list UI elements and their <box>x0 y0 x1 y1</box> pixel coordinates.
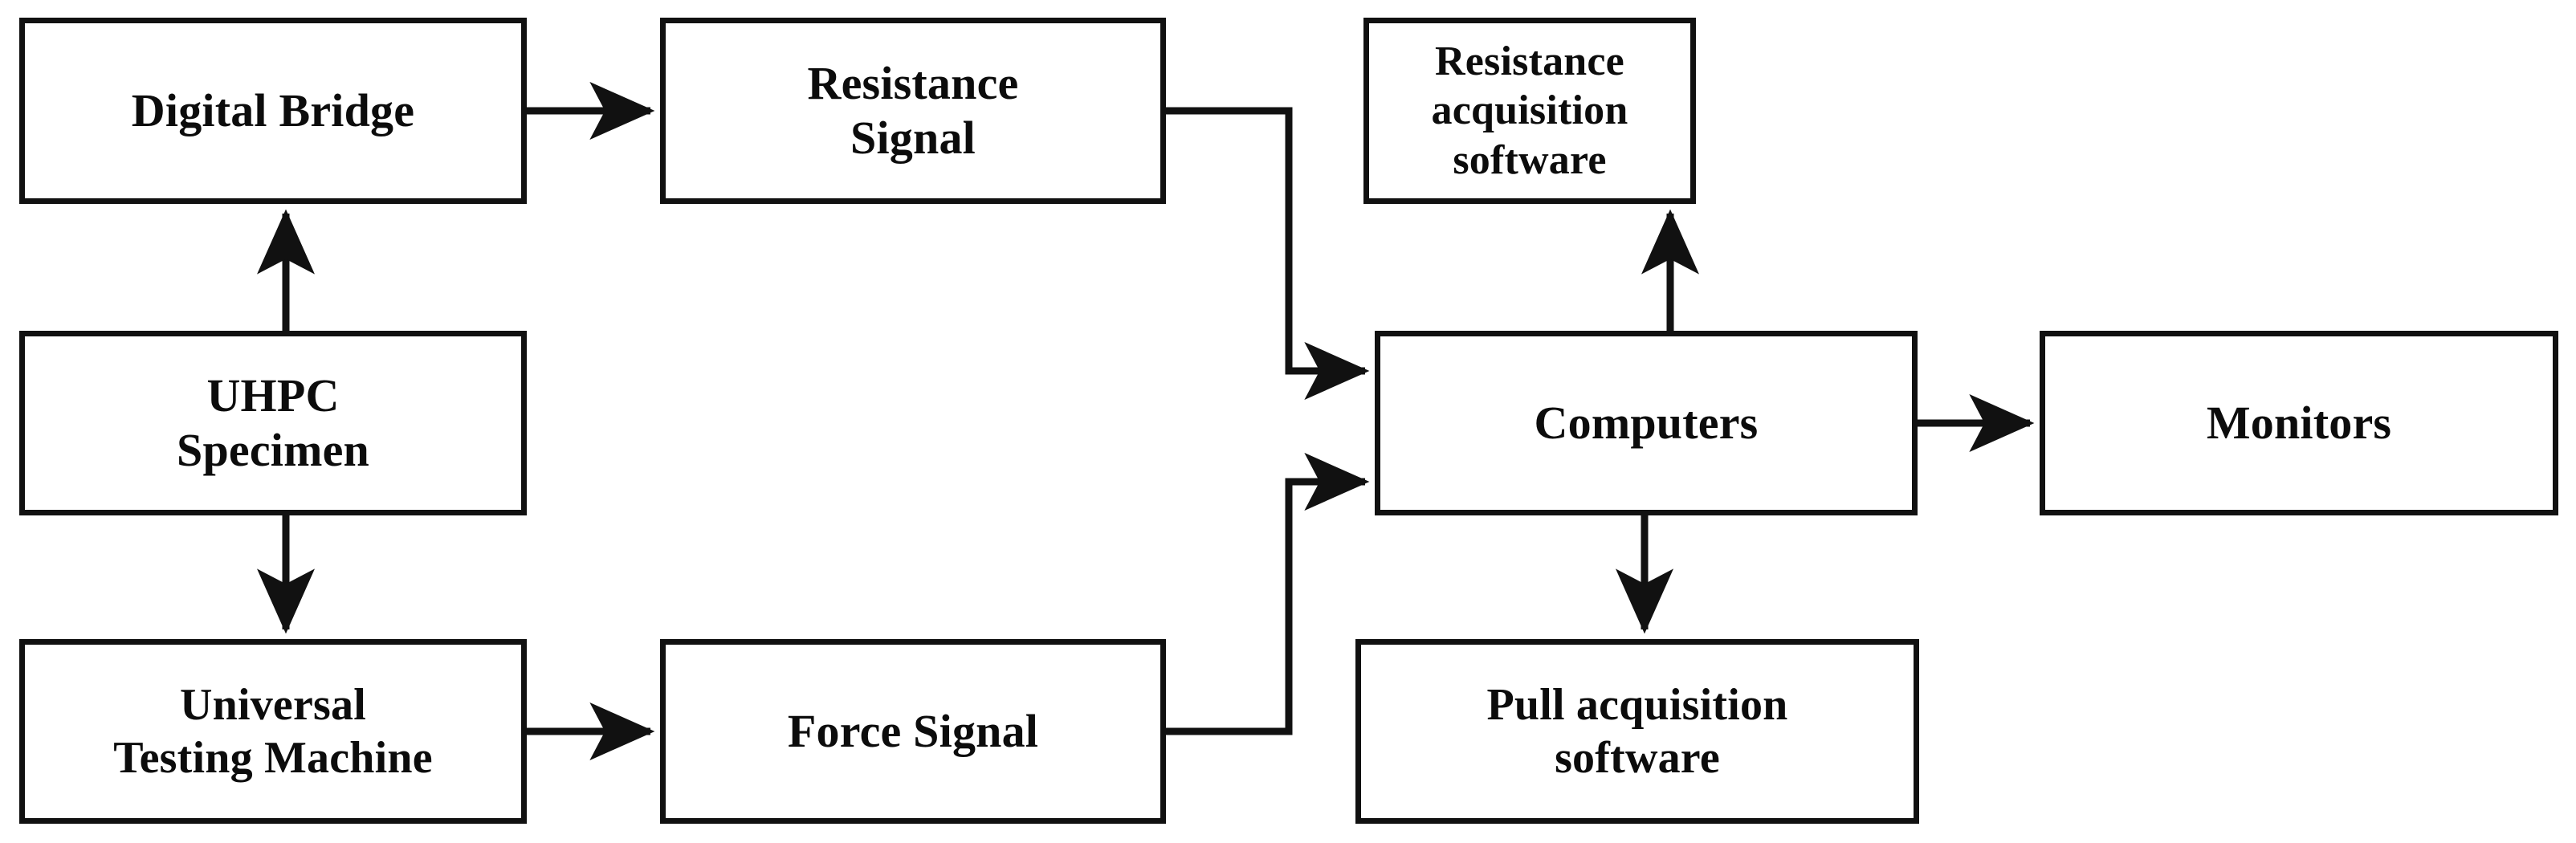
node-label-force-signal: Force Signal <box>787 704 1039 757</box>
node-label-digital-bridge: Digital Bridge <box>131 83 415 136</box>
node-label-computers: Computers <box>1534 396 1759 449</box>
node-monitors[interactable]: Monitors <box>2040 331 2558 515</box>
node-label-universal-testing-machine: Universal Testing Machine <box>113 679 433 783</box>
node-pull-acquisition-software[interactable]: Pull acquisition software <box>1355 639 1919 824</box>
node-label-uhpc-specimen: UHPC Specimen <box>176 369 370 476</box>
node-uhpc-specimen[interactable]: UHPC Specimen <box>19 331 527 515</box>
node-force-signal[interactable]: Force Signal <box>660 639 1166 824</box>
node-label-monitors: Monitors <box>2206 396 2392 449</box>
node-digital-bridge[interactable]: Digital Bridge <box>19 18 527 204</box>
node-universal-testing-machine[interactable]: Universal Testing Machine <box>19 639 527 824</box>
node-label-resistance-signal: Resistance Signal <box>807 56 1019 164</box>
edge-resistance-signal-to-computers <box>1166 107 1370 400</box>
node-resistance-acquisition-software[interactable]: Resistance acquisition software <box>1363 18 1696 204</box>
edge-force-signal-to-computers <box>1166 453 1370 735</box>
node-resistance-signal[interactable]: Resistance Signal <box>660 18 1166 204</box>
node-computers[interactable]: Computers <box>1375 331 1918 515</box>
node-label-pull-acquisition-software: Pull acquisition software <box>1486 679 1788 783</box>
node-label-resistance-acquisition-software: Resistance acquisition software <box>1431 38 1628 183</box>
